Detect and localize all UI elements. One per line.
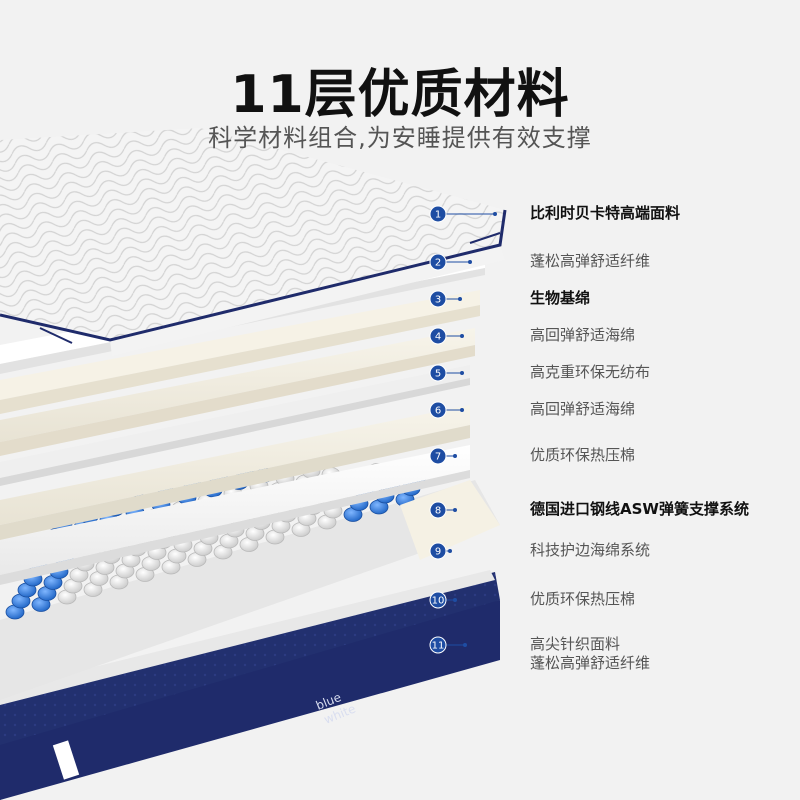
layer-4-foam [0, 328, 475, 456]
leader-dot-3 [458, 297, 462, 301]
layer-badge-9 [429, 542, 447, 560]
layer-label-11: 高尖针织面料蓬松高弹舒适纤维 [530, 635, 650, 673]
layer-label-9: 科技护边海绵系统 [530, 541, 650, 560]
page-title: 11层优质材料 [230, 65, 570, 125]
layer-number-10: 10 [432, 596, 445, 607]
leader-dot-1 [493, 212, 497, 216]
layer-label-text: 德国进口钢线ASW弹簧支撑系统 [530, 500, 749, 518]
leader-dot-6 [460, 408, 464, 412]
layer-label-2: 蓬松高弹舒适纤维 [530, 252, 650, 271]
layer-label-text: 科技护边海绵系统 [530, 541, 651, 559]
layer-badge-8 [429, 501, 447, 519]
layer-label-6: 高回弹舒适海绵 [530, 400, 635, 419]
leader-dot-4 [460, 334, 464, 338]
layer-number-9: 9 [435, 547, 441, 558]
leader-dot-11 [463, 643, 467, 647]
layer-badge-2 [429, 253, 447, 271]
layer-3-bio-foam [0, 290, 480, 414]
layer-badge-5 [429, 364, 447, 382]
layer-label-text: 优质环保热压棉 [530, 590, 636, 608]
leader-dot-2 [468, 260, 472, 264]
layer-badge-1 [429, 205, 447, 223]
layer-number-8: 8 [435, 506, 441, 517]
layer-number-4: 4 [435, 332, 441, 343]
leader-dot-7 [453, 454, 457, 458]
layer-label-1: 比利时贝卡特高端面料 [530, 204, 680, 223]
leader-dot-10 [453, 598, 457, 602]
layer-label-7: 优质环保热压棉 [530, 446, 635, 465]
layer-badge-6 [429, 401, 447, 419]
layer-11-base: blue white [0, 570, 500, 800]
layer-number-2: 2 [435, 258, 441, 269]
layer-label-10: 优质环保热压棉 [530, 590, 635, 609]
layer-badge-10 [429, 591, 447, 609]
layer-7-felt [0, 445, 470, 585]
layer-badge-4 [429, 327, 447, 345]
layer-badge-11 [429, 636, 447, 654]
leader-dot-5 [460, 371, 464, 375]
layer-label-5: 高克重环保无纺布 [530, 363, 650, 382]
layer-label-8: 德国进口钢线ASW弹簧支撑系统 [530, 500, 749, 519]
page-subtitle: 科学材料组合,为安睡提供有效支撑 [208, 124, 592, 152]
layer-label-4: 高回弹舒适海绵 [530, 326, 635, 345]
layer-label-text: 高回弹舒适海绵 [530, 326, 636, 344]
layer-label-text: 比利时贝卡特高端面料 [530, 204, 681, 222]
layer-number-11: 11 [432, 641, 445, 652]
leader-dot-9 [448, 549, 452, 553]
layer-label-3: 生物基绵 [530, 289, 590, 308]
layer-label-text: 生物基绵 [530, 289, 591, 307]
layer-number-3: 3 [435, 295, 441, 306]
layer-markers: 1 2 3 4 5 6 7 8 9 10 11 [429, 205, 497, 654]
layer-6-foam [0, 405, 470, 540]
layer-badge-7 [429, 447, 447, 465]
layer-label-text: 高尖针织面料 [530, 635, 621, 653]
layer-number-5: 5 [435, 369, 441, 380]
layer-label-text: 高回弹舒适海绵 [530, 400, 636, 418]
layer-number-6: 6 [435, 406, 441, 417]
layer-number-7: 7 [435, 452, 441, 463]
layer-label-text-line2: 蓬松高弹舒适纤维 [530, 654, 651, 672]
layer-label-text: 优质环保热压棉 [530, 446, 636, 464]
layer-label-text: 蓬松高弹舒适纤维 [530, 252, 651, 270]
layer-badge-3 [429, 290, 447, 308]
leader-dot-8 [453, 508, 457, 512]
layer-1-quilted-top [0, 128, 507, 356]
layer-number-1: 1 [435, 210, 441, 221]
layer-5-nonwoven [0, 365, 470, 486]
layer-label-text: 高克重环保无纺布 [530, 363, 651, 381]
